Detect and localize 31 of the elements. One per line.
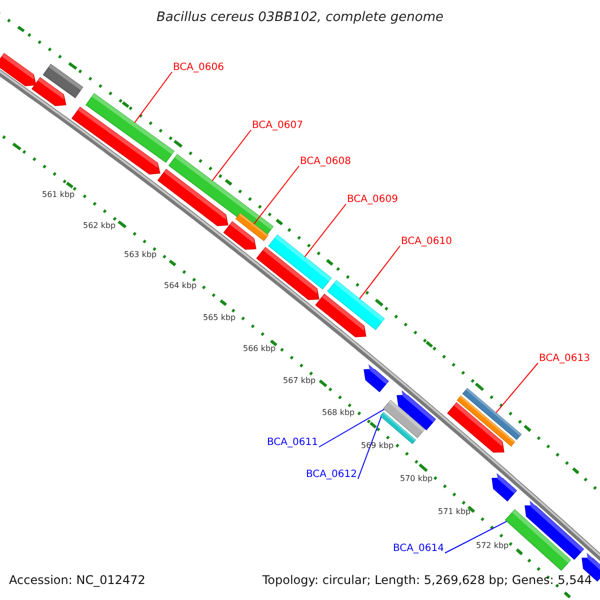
leader-line [304,204,346,258]
title: Bacillus cereus 03BB102, complete genome [155,11,445,24]
leader-line [444,520,508,554]
leader-line [495,362,538,414]
footer-text: Accession: NC_012472 [9,574,146,586]
scale-label: 567 kbp [283,377,316,385]
gene-label: BCA_0610 [401,237,452,247]
gene-label: BCA_0613 [539,354,590,364]
scale-label: 563 kbp [124,251,157,259]
scale-label: 566 kbp [243,345,276,353]
gene-label: BCA_0612 [306,470,357,480]
scale-label: 568 kbp [322,409,355,417]
scale-label: 565 kbp [203,314,236,322]
scale-label: 562 kbp [83,222,116,230]
scale-label: 572 kbp [476,542,509,550]
leader-line [253,166,300,225]
gene-label: BCA_0609 [347,195,398,205]
scale-label: 570 kbp [400,475,433,483]
leader-line [212,130,252,182]
leader-line [357,416,382,480]
gene-label: BCA_0611 [267,438,318,448]
gene-label: BCA_0614 [393,544,444,554]
gene-label: BCA_0607 [252,121,303,131]
gene-label: BCA_0608 [300,157,351,167]
leader-line [134,72,172,124]
scale-label: 564 kbp [164,282,197,290]
scale-label: 561 kbp [42,191,75,199]
leader-line [318,408,385,448]
gene-label: BCA_0606 [173,63,224,73]
leader-line [359,246,400,300]
scale-label: 571 kbp [438,508,471,516]
